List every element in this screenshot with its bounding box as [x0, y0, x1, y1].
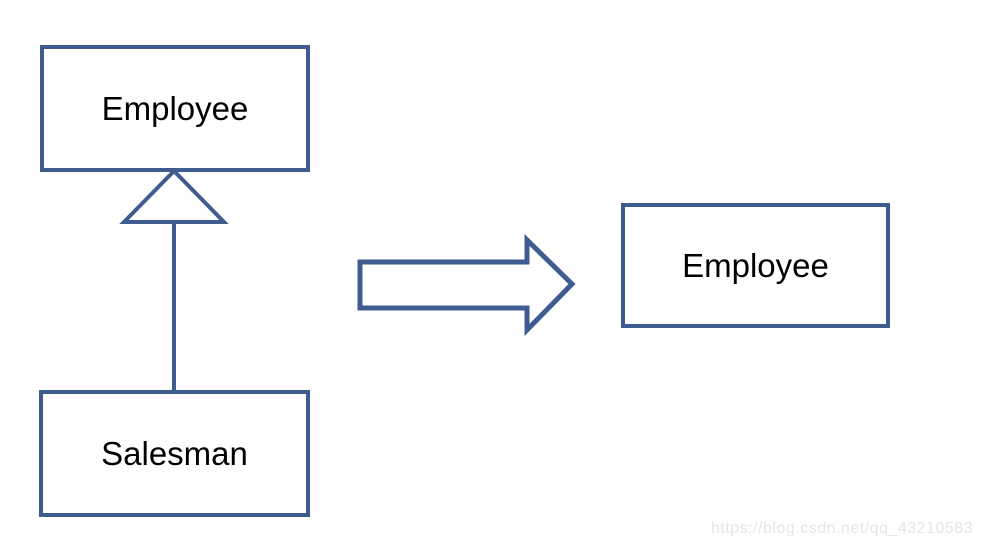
- generalization-triangle-icon: [119, 168, 229, 224]
- transform-right-arrow-icon: [357, 234, 576, 337]
- class-box-salesman-child: Salesman: [39, 390, 310, 517]
- watermark-text: https://blog.csdn.net/qq_43210583: [710, 520, 973, 537]
- class-box-employee-parent: Employee: [40, 45, 310, 172]
- class-box-label: Employee: [101, 90, 249, 127]
- class-box-label: Employee: [682, 247, 829, 284]
- class-box-employee-result: Employee: [621, 203, 890, 328]
- class-box-label: Salesman: [101, 435, 248, 472]
